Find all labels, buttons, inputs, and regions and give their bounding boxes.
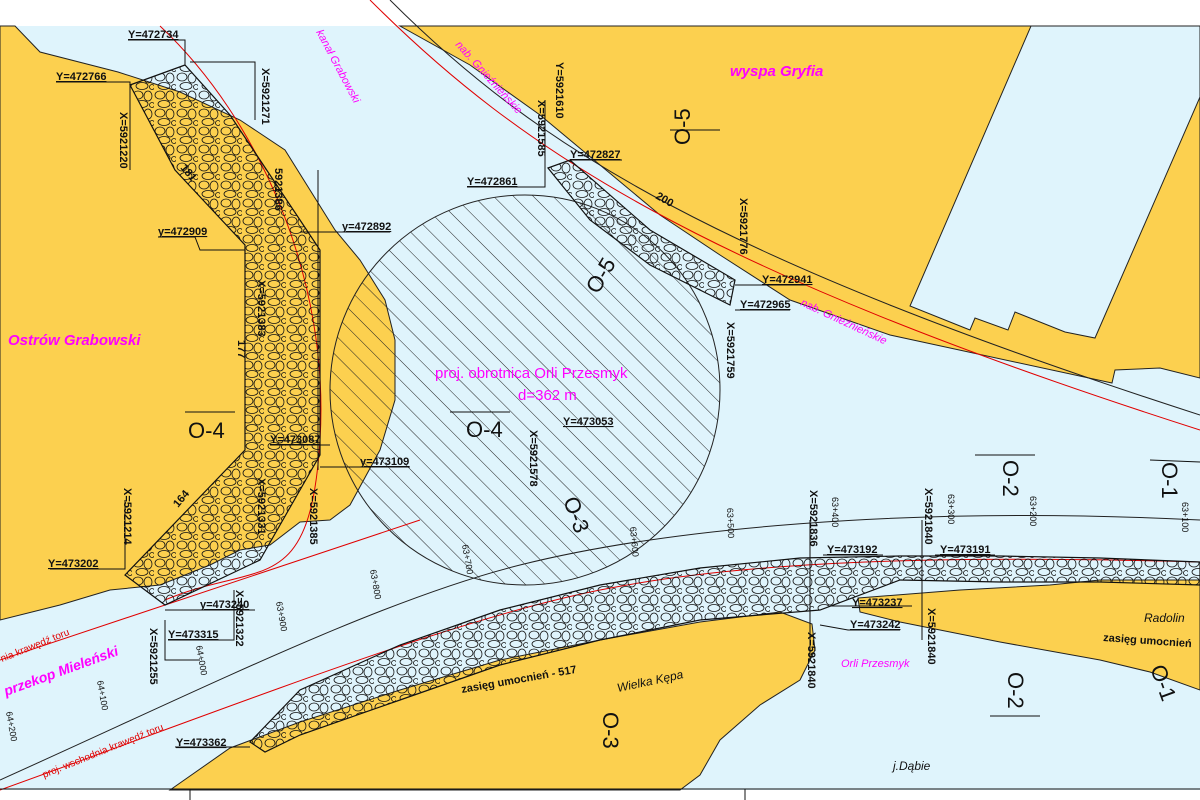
section-marker-o3: O-3 — [598, 712, 623, 749]
turning-basin-hatch — [329, 194, 721, 586]
section-marker-o4: O-4 — [188, 418, 225, 443]
coord-label: X=5921271 — [259, 68, 271, 125]
place-orli-przesmyk: Orli Przesmyk — [841, 658, 910, 670]
chainage-label: 63+600 — [628, 526, 641, 557]
section-marker-o2: O-2 — [1003, 672, 1028, 709]
chainage-label: 63+500 — [725, 508, 736, 539]
section-marker-o4: O-4 — [466, 417, 503, 442]
place-j-dabie: j.Dąbie — [891, 759, 931, 773]
coord-label: Y=472965 — [740, 299, 790, 311]
coord-label: X=5921836 — [807, 490, 819, 547]
coord-label: X=5921331 — [255, 478, 267, 535]
land-radolin — [857, 579, 1200, 691]
coord-label: X=5921840 — [805, 632, 817, 689]
coord-label: Y=473087 — [270, 434, 320, 446]
chainage-label: 63+400 — [830, 497, 840, 527]
coord-label: Y=473237 — [852, 597, 902, 609]
coord-label: Y=473315 — [168, 629, 218, 641]
chainage-label: 63+200 — [1028, 496, 1038, 526]
coord-label: y=472892 — [342, 221, 391, 233]
revetment-north — [547, 159, 736, 306]
section-ticks — [185, 129, 1200, 717]
coord-label: Y=5921610 — [553, 62, 565, 119]
section-marker-o2: O-2 — [998, 460, 1023, 497]
dimension-177: 177 — [235, 340, 247, 358]
coord-label: X=5921776 — [737, 198, 749, 255]
coord-label: 5921386 — [272, 168, 284, 211]
chainage-label: 63+300 — [946, 494, 956, 524]
coord-label: Y=473053 — [563, 416, 613, 428]
coord-label: Y=472827 — [570, 149, 620, 161]
turning-basin-diameter: d=362 m — [518, 387, 577, 404]
coord-label: X=5921383 — [255, 280, 267, 337]
coord-label: Y=473191 — [940, 544, 990, 556]
channel-line-north — [389, 0, 1200, 416]
coord-label: X=5921385 — [307, 488, 319, 545]
channel-edge-north — [369, 0, 1200, 431]
basin — [909, 25, 1200, 339]
coord-label: y=473109 — [360, 456, 409, 468]
coord-label: Y=473202 — [48, 558, 98, 570]
coord-label: X=5921578 — [527, 430, 539, 487]
coord-label: Y=472766 — [56, 71, 106, 83]
coord-label: X=5921322 — [233, 590, 245, 647]
coord-label: X=5921840 — [925, 608, 937, 665]
coord-label: Y=473192 — [827, 544, 877, 556]
fairway-centerline — [0, 515, 1200, 781]
section-marker-o5: O-5 — [670, 108, 695, 145]
chainage-label: 63+100 — [1180, 502, 1190, 532]
coord-label: X=5921585 — [535, 100, 547, 157]
place-wyspa-gryfia: wyspa Gryfia — [730, 63, 823, 80]
coord-label: Y=472734 — [128, 29, 179, 41]
coord-label: y=473240 — [200, 599, 249, 611]
fairway-west-edge — [0, 519, 421, 661]
section-marker-o1: O-1 — [1157, 462, 1182, 499]
coord-label: Y=473362 — [176, 737, 226, 749]
coord-label: X=5921255 — [147, 628, 159, 685]
dimension-lines — [50, 39, 995, 748]
coord-label: y=472909 — [158, 226, 207, 238]
coord-label: Y=472861 — [467, 176, 517, 188]
revetment-left — [124, 64, 321, 606]
turning-basin-title: proj. obrotnica Orli Przesmyk — [435, 365, 628, 382]
coord-label: X=5921759 — [724, 322, 736, 379]
revetment-south — [249, 555, 1200, 753]
coord-label: Y=472941 — [762, 274, 812, 286]
coord-label: X=5921214 — [121, 488, 133, 545]
place-radolin: Radolin — [1144, 611, 1185, 625]
place-ostrow-grabowski: Ostrów Grabowski — [8, 332, 141, 349]
coord-label: X=5921220 — [117, 112, 129, 169]
coord-label: Y=473242 — [850, 619, 900, 631]
coord-label: X=5921840 — [922, 488, 934, 545]
